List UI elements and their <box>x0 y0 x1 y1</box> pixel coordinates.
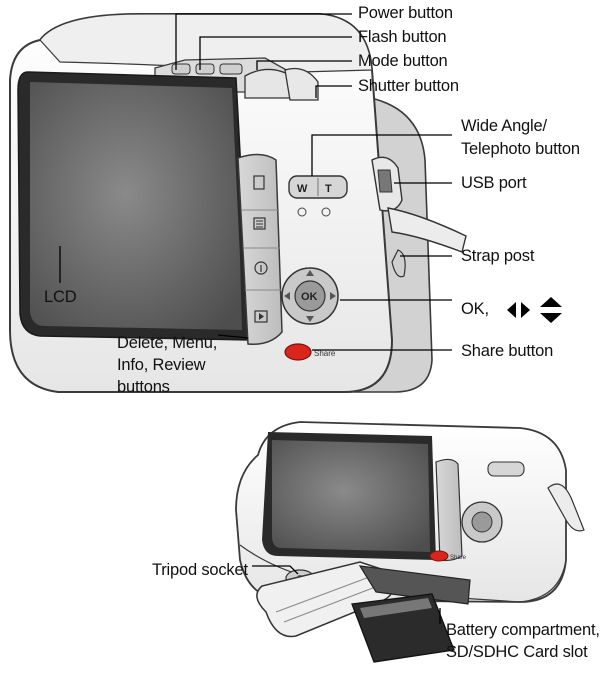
tripod-socket-label: Tripod socket <box>152 561 248 579</box>
lcd-label: LCD <box>44 288 77 306</box>
ok-label: OK, <box>461 300 489 318</box>
share-button-mark: Share <box>314 349 336 358</box>
wide-telephoto-label: Wide Angle/ Telephoto button <box>461 117 580 158</box>
camera-back-view <box>9 13 467 393</box>
power-button-label: Power button <box>358 4 453 22</box>
navigation-arrows-icon <box>507 297 562 323</box>
ok-button-mark: OK <box>301 291 318 303</box>
mode-button-label: Mode button <box>358 52 448 70</box>
zoom-wide-mark: W <box>297 183 308 195</box>
usb-port-label: USB port <box>461 174 527 192</box>
share-button-label: Share button <box>461 342 554 360</box>
share-button-mark-small: Share <box>450 555 467 561</box>
strap-post-label: Strap post <box>461 247 535 265</box>
leader-lines <box>59 13 452 624</box>
shutter-button-label: Shutter button <box>358 77 459 95</box>
delete-menu-info-review-label: Delete, Menu, Info, Review buttons <box>117 334 218 396</box>
battery-compartment-label: Battery compartment, SD/SDHC Card slot <box>446 621 600 661</box>
camera-underside-view <box>235 421 585 663</box>
flash-button-label: Flash button <box>358 28 447 46</box>
zoom-tele-mark: T <box>325 183 332 195</box>
